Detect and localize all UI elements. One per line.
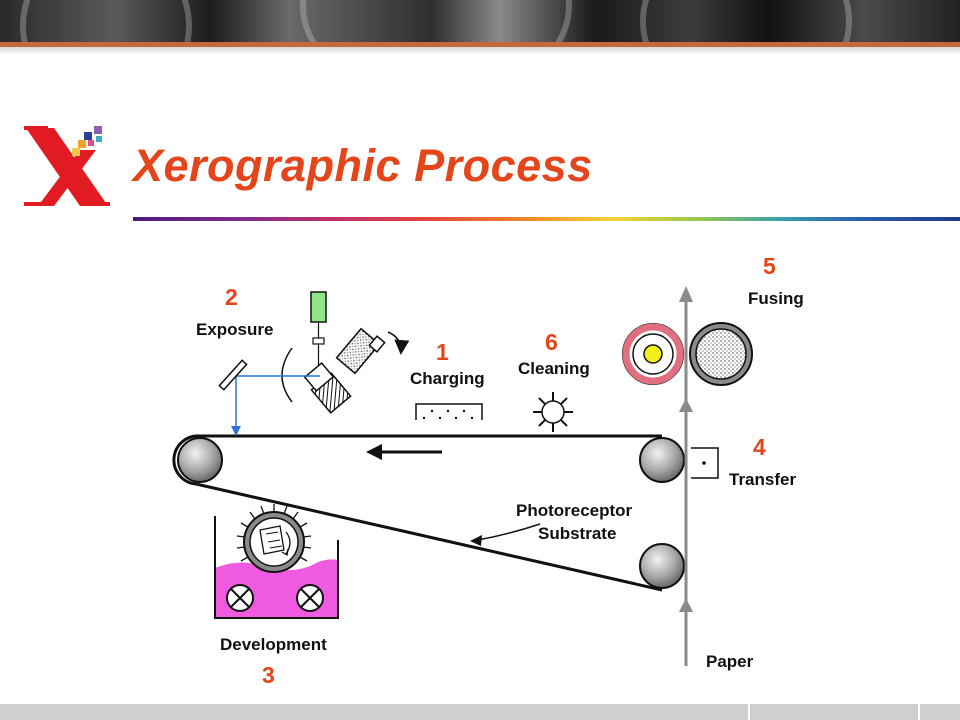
- developer-roll-icon: [236, 504, 312, 573]
- step-number: 1: [436, 339, 449, 365]
- header-shadow: [0, 47, 960, 55]
- developer-mixer-icon: [296, 584, 324, 612]
- step-label-exposure: Exposure: [196, 320, 273, 339]
- paper-label: Paper: [706, 652, 754, 671]
- developer-mixer-icon: [226, 584, 254, 612]
- charge-corotron-icon: [415, 403, 483, 420]
- banner-decoration: [20, 0, 192, 42]
- development-unit: [214, 504, 339, 619]
- title-rainbow-rule: [133, 217, 960, 221]
- photoreceptor-label: Photoreceptor: [516, 501, 633, 520]
- fuser-roll-icon: [622, 323, 684, 385]
- step-number: 6: [545, 329, 558, 355]
- banner-decoration: [640, 0, 852, 42]
- cleaning-brush-icon: [533, 392, 573, 432]
- step-label-fusing: Fusing: [748, 289, 804, 308]
- step-label-cleaning: Cleaning: [518, 359, 590, 378]
- xerox-logo-icon: [24, 126, 110, 206]
- transfer-corotron-icon: [691, 447, 719, 479]
- belt-roller-left: [177, 437, 223, 483]
- exposure-beam: [231, 375, 320, 436]
- step-number: 5: [763, 253, 776, 279]
- polygon-mirror-icon: [303, 327, 386, 414]
- laser-icon: [310, 291, 327, 370]
- pressure-roll-icon: [689, 322, 753, 386]
- belt-direction-arrow: [366, 444, 442, 460]
- substrate-label: Substrate: [538, 524, 616, 543]
- step-label-charging: Charging: [410, 369, 485, 388]
- footer-divider: [748, 704, 750, 720]
- paper-path: [679, 286, 693, 666]
- banner-decoration: [300, 0, 572, 42]
- header-banner: [0, 0, 960, 42]
- footer-bar: [0, 704, 960, 720]
- step-number: 2: [225, 284, 238, 310]
- lens-icon: [281, 347, 293, 403]
- step-label-development: Development: [220, 635, 327, 654]
- step-number: 3: [262, 662, 275, 688]
- rotation-arrow: [387, 331, 410, 355]
- step-label-transfer: Transfer: [729, 470, 796, 489]
- photoreceptor-pointer: [470, 523, 541, 546]
- page-title: Xerographic Process: [133, 140, 593, 191]
- belt-roller-top-right: [639, 437, 685, 483]
- step-number: 4: [753, 434, 766, 460]
- belt-roller-bottom-right: [639, 543, 685, 589]
- header-accent-line: [0, 42, 960, 47]
- mirror-icon: [218, 359, 248, 391]
- footer-divider: [918, 704, 920, 720]
